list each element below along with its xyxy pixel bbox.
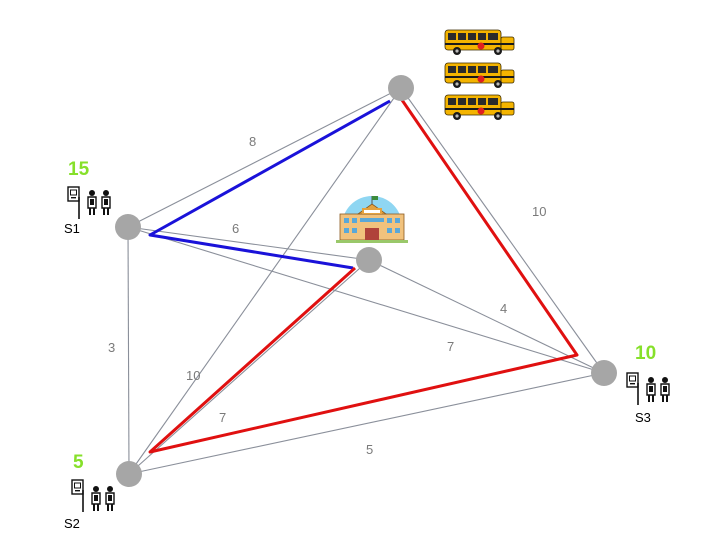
stop-s3: 10 S3	[626, 343, 670, 425]
edge-s1-s2	[127, 226, 130, 475]
bus-route-1	[148, 99, 391, 270]
edge-weight-label: 7	[447, 339, 454, 354]
bus-stop-icon	[71, 479, 84, 513]
stop-label-s1: S1	[64, 221, 80, 236]
edge-depot-s3	[400, 87, 605, 374]
node-s2	[116, 461, 142, 487]
stop-s1: 15 S1	[64, 159, 111, 236]
edge-depot-s1	[127, 87, 402, 228]
bus-route-2	[148, 99, 579, 454]
students-icon	[87, 189, 111, 216]
node-school	[356, 247, 382, 273]
edge-weight-label: 10	[532, 204, 546, 219]
student-count-s3: 10	[635, 343, 656, 364]
node-s3	[591, 360, 617, 386]
edge-weight-label: 10	[186, 368, 200, 383]
edge-depot-s2	[128, 87, 402, 475]
edge-school-s3	[368, 259, 605, 374]
school-building-icon	[336, 196, 408, 243]
edge-s1-s3	[127, 226, 605, 374]
school-bus-icon	[444, 29, 515, 121]
students-icon	[91, 485, 115, 512]
edge-weight-label: 3	[108, 340, 115, 355]
node-depot	[388, 75, 414, 101]
edge-s2-s3	[128, 372, 605, 475]
student-count-s1: 15	[68, 159, 90, 180]
bus-stop-icon	[67, 186, 80, 220]
bus-stop-icon	[626, 372, 639, 406]
student-count-s2: 5	[73, 452, 84, 473]
edge-weight-label: 6	[232, 221, 239, 236]
edge-s1-school	[127, 226, 370, 261]
edge-weight-label: 8	[249, 134, 256, 149]
students-icon	[646, 376, 670, 403]
edge-school-s2	[128, 259, 370, 475]
edge-weight-label: 4	[500, 301, 507, 316]
stop-label-s3: S3	[635, 410, 651, 425]
stop-s2: 5 S2	[64, 452, 115, 531]
node-s1	[115, 214, 141, 240]
stop-label-s2: S2	[64, 516, 80, 531]
edge-weight-label: 7	[219, 410, 226, 425]
edge-weight-label: 5	[366, 442, 373, 457]
